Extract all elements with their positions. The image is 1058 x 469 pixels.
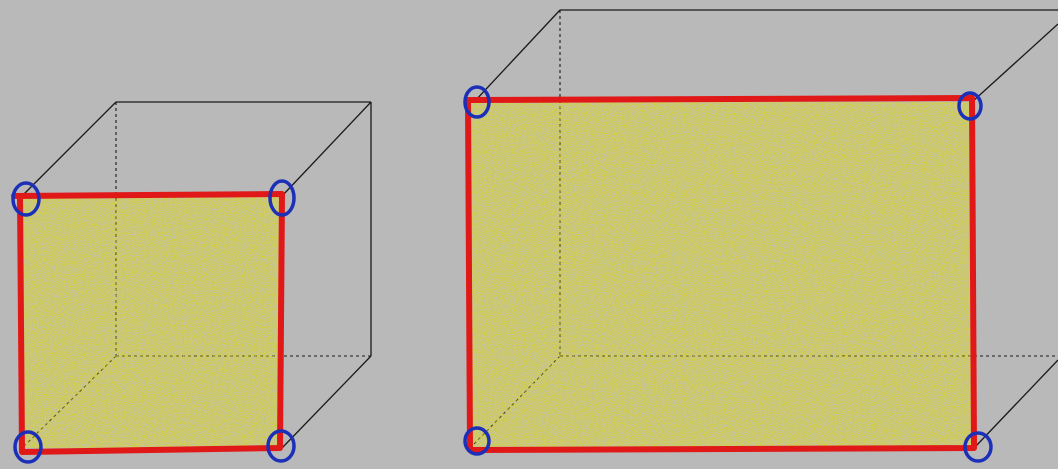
prism-vertex-marker — [463, 85, 491, 119]
cube-vertex-marker — [11, 181, 41, 217]
cube-edge — [281, 355, 372, 449]
cube-edge — [281, 101, 372, 197]
cube-front-face-border — [11, 191, 285, 455]
prism-edge — [975, 359, 1058, 447]
prism-front-face-border — [465, 95, 977, 453]
prism-edge — [473, 9, 561, 103]
prism-vertex-marker — [957, 91, 983, 121]
prism-edge — [971, 23, 1058, 103]
prism-vertex-marker — [963, 431, 993, 463]
prism-shape — [463, 9, 1058, 463]
prism-vertex-marker — [463, 426, 491, 456]
cube-front-face-fill — [22, 196, 282, 448]
cube-vertex-marker — [268, 179, 296, 217]
cube-vertex-marker — [13, 430, 43, 464]
prism-front-face-fill — [470, 102, 972, 448]
cube-edge — [21, 101, 117, 197]
cube-vertex-marker — [266, 429, 296, 463]
cube-shape — [11, 101, 372, 464]
